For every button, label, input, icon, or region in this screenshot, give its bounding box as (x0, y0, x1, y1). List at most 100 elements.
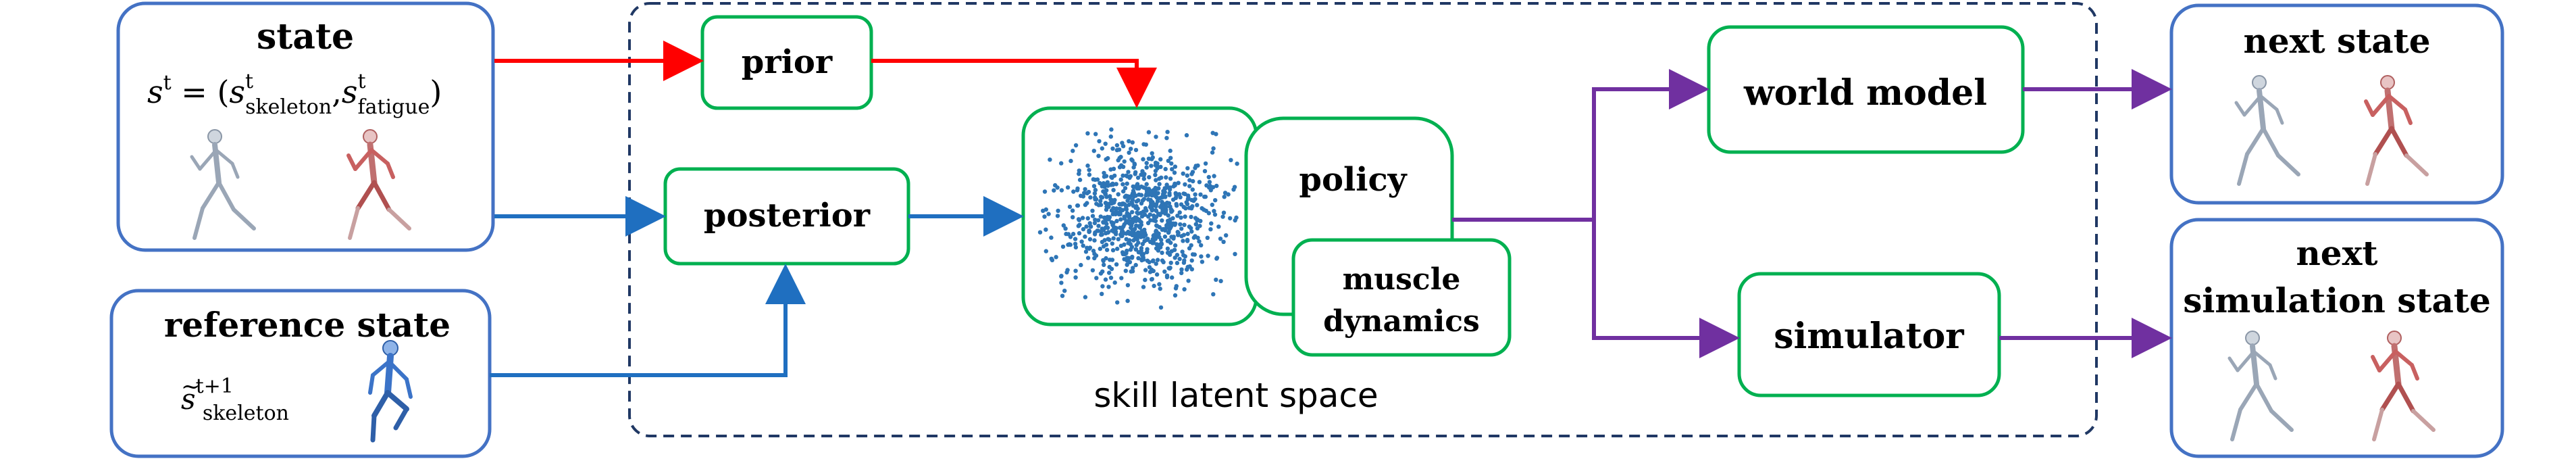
latent-point (1158, 205, 1163, 210)
latent-point (1228, 216, 1233, 221)
latent-point (1177, 256, 1182, 262)
latent-point (1162, 186, 1167, 191)
next-simulation-state-box: next simulation state (2169, 218, 2504, 458)
latent-point (1133, 226, 1137, 231)
latent-point (1145, 258, 1150, 263)
latent-point (1085, 131, 1090, 136)
latent-point (1131, 266, 1135, 270)
latent-point (1195, 163, 1200, 168)
latent-point (1114, 218, 1119, 224)
latent-point (1189, 258, 1194, 263)
latent-point (1160, 250, 1164, 256)
posterior-node: posterior (663, 167, 910, 266)
latent-point (1063, 226, 1068, 231)
latent-point (1197, 180, 1202, 185)
latent-point (1073, 275, 1078, 280)
latent-point (1125, 283, 1131, 288)
latent-point (1081, 194, 1086, 199)
latent-point (1093, 177, 1098, 183)
latent-point (1144, 237, 1150, 242)
latent-point (1155, 199, 1160, 203)
latent-point (1208, 227, 1213, 232)
latent-point (1190, 187, 1195, 192)
latent-point (1076, 217, 1081, 222)
latent-point (1168, 176, 1173, 181)
latent-point (1044, 249, 1049, 253)
latent-point (1174, 203, 1179, 208)
latent-point (1077, 230, 1082, 236)
latent-point (1169, 235, 1174, 239)
latent-point (1110, 198, 1115, 203)
latent-point (1234, 215, 1239, 220)
latent-point (1128, 247, 1133, 252)
latent-point (1233, 251, 1237, 256)
latent-point (1160, 218, 1164, 223)
latent-point (1150, 199, 1155, 205)
latent-point (1153, 218, 1158, 224)
latent-point (1092, 238, 1097, 243)
latent-point (1182, 287, 1187, 292)
latent-point (1111, 188, 1116, 193)
latent-point (1179, 270, 1184, 276)
latent-point (1118, 243, 1124, 248)
latent-point (1105, 180, 1110, 185)
posterior-label: posterior (704, 197, 871, 235)
latent-point (1212, 212, 1218, 217)
latent-point (1144, 208, 1149, 213)
latent-point (1155, 191, 1160, 196)
latent-point (1164, 208, 1168, 212)
latent-point (1120, 173, 1125, 178)
latent-point (1166, 251, 1171, 256)
latent-point (1206, 174, 1212, 180)
latent-point (1141, 235, 1146, 239)
latent-point (1129, 157, 1134, 162)
latent-point (1160, 258, 1165, 263)
latent-point (1168, 217, 1173, 222)
latent-point (1129, 256, 1135, 260)
latent-point (1125, 198, 1130, 203)
latent-point (1106, 155, 1110, 161)
latent-point (1168, 185, 1173, 190)
reference-to-posterior-arrow (490, 264, 806, 377)
latent-point (1095, 228, 1100, 233)
latent-point (1104, 242, 1109, 247)
latent-point (1108, 134, 1114, 139)
latent-point (1164, 223, 1169, 228)
latent-point (1087, 229, 1091, 235)
latent-point (1229, 157, 1233, 162)
latent-point (1159, 237, 1164, 243)
latent-point (1166, 238, 1171, 243)
latent-point (1042, 189, 1048, 194)
next-state-box: next state (2169, 3, 2504, 205)
latent-point (1117, 165, 1123, 170)
latent-point (1120, 141, 1125, 145)
latent-point (1173, 195, 1179, 200)
latent-point (1144, 161, 1149, 166)
latent-point (1183, 214, 1187, 219)
latent-point (1145, 247, 1150, 251)
latent-point (1061, 223, 1066, 228)
latent-point (1068, 235, 1073, 239)
latent-point (1124, 207, 1129, 212)
latent-point (1156, 231, 1161, 236)
latent-point (1118, 177, 1123, 182)
latent-point (1073, 237, 1078, 241)
prior-node: prior (700, 15, 873, 110)
latent-point (1117, 201, 1122, 207)
latent-point (1103, 141, 1108, 146)
latent-point (1077, 168, 1082, 173)
next-state-title: next state (2243, 21, 2430, 61)
latent-point (1211, 146, 1216, 151)
latent-point (1154, 208, 1158, 213)
latent-point (1179, 267, 1184, 272)
latent-point (1123, 268, 1129, 273)
latent-point (1141, 251, 1146, 256)
latent-point (1071, 215, 1075, 220)
latent-point (1183, 206, 1188, 211)
latent-point (1098, 199, 1103, 203)
latent-point (1185, 231, 1190, 237)
latent-point (1077, 177, 1083, 183)
latent-point (1085, 216, 1090, 221)
latent-point (1083, 249, 1089, 254)
